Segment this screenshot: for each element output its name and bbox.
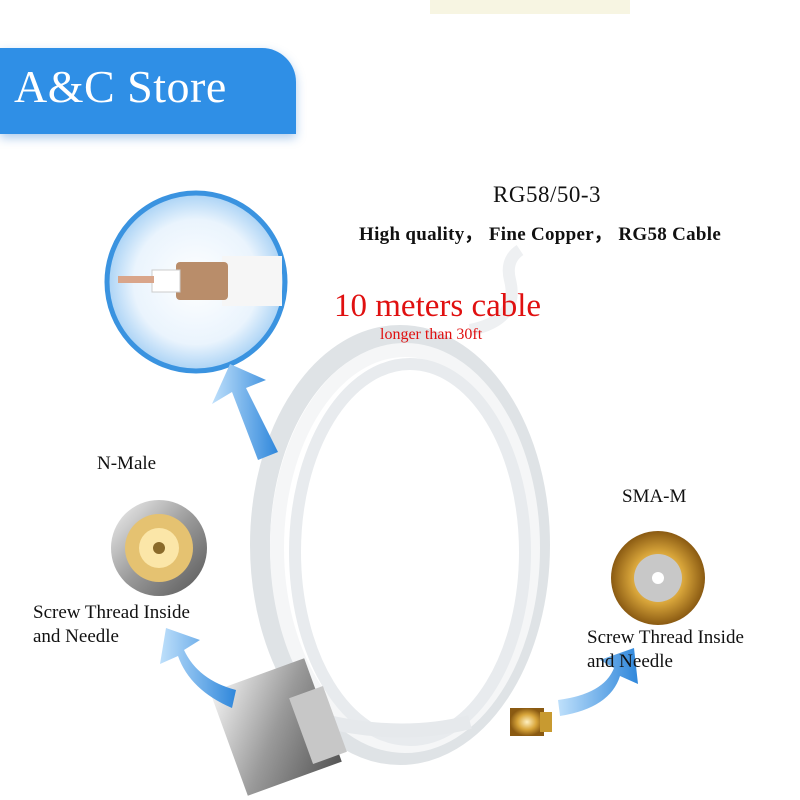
arrow-right-connector-icon	[558, 648, 638, 716]
n-male-desc-line1: Screw Thread Inside	[33, 602, 190, 623]
sma-m-desc-line2: and Needle	[587, 651, 673, 672]
cable-features: High quality， Fine Copper， RG58 Cable	[359, 224, 722, 245]
sma-m-label: SMA-M	[622, 486, 687, 507]
cable-coil	[250, 245, 550, 765]
n-male-desc-line2: and Needle	[33, 626, 119, 647]
n-male-label: N-Male	[97, 453, 157, 474]
store-name: A&C Store	[14, 61, 227, 112]
store-banner: A&C Store	[0, 48, 296, 134]
sma-m-description: Screw Thread Inside and Needle	[587, 626, 744, 674]
n-connector-body	[210, 658, 347, 796]
arrow-up-icon	[212, 364, 278, 460]
n-male-description: Screw Thread Inside and Needle	[33, 601, 190, 649]
arrow-left-connector-icon	[160, 628, 236, 708]
cable-model: RG58/50-3	[493, 182, 601, 207]
cable-length-title: 10 meters cable	[334, 288, 542, 324]
sma-connector-body	[510, 708, 552, 736]
cable-length-subtitle: longer than 30ft	[380, 326, 483, 343]
sma-m-desc-line1: Screw Thread Inside	[587, 627, 744, 648]
coax-cross-section-callout	[104, 190, 288, 374]
sma-m-connector-callout	[611, 531, 705, 625]
n-male-connector-callout	[111, 500, 207, 596]
